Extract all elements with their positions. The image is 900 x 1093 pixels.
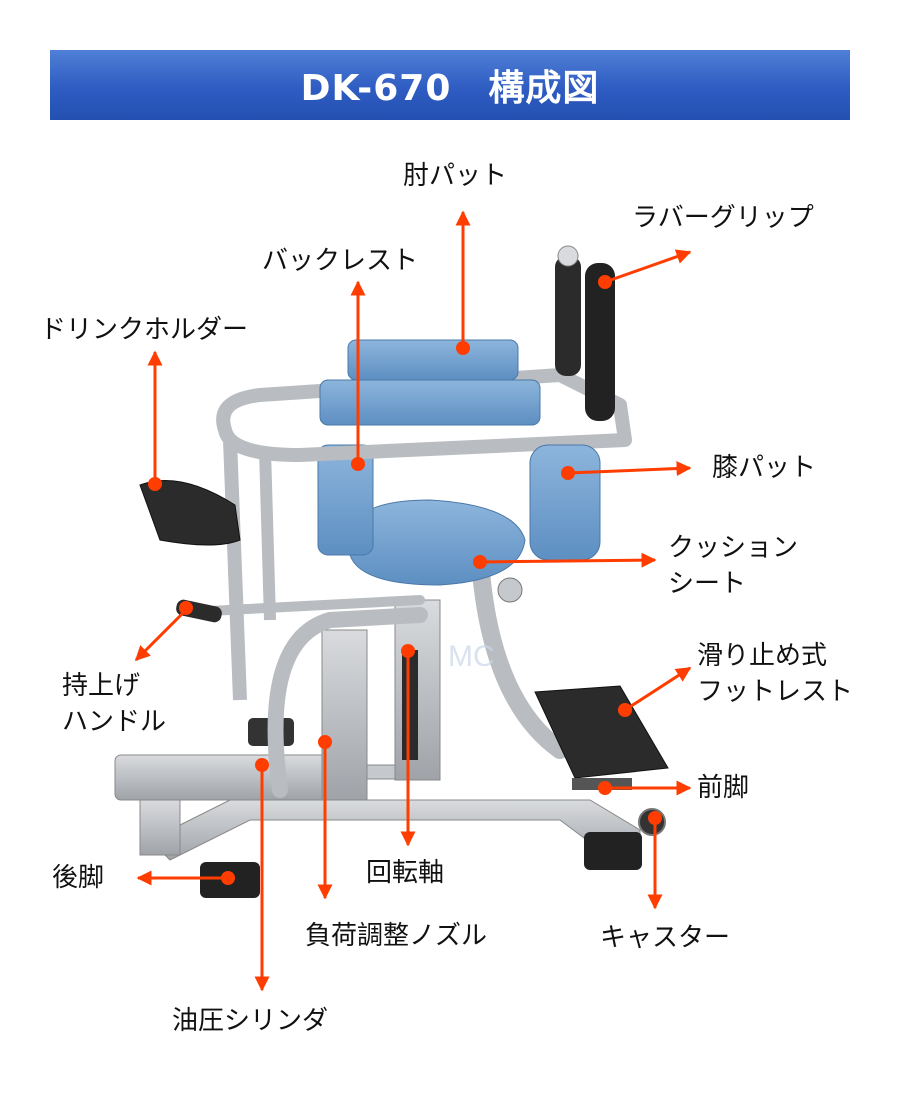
arrow-footrest: [624, 666, 692, 712]
rubber-grip-left: [555, 256, 581, 376]
central-column: [321, 629, 368, 801]
chair-illustration: [114, 245, 669, 898]
arrow-rubber-grip: [604, 249, 692, 284]
label-footrest: 滑り止め式 フットレスト: [697, 641, 854, 707]
label-hydraulic-cylinder: 油圧シリンダ: [172, 1006, 329, 1036]
callout-dots: [148, 275, 662, 885]
watermark: MC: [448, 640, 495, 673]
diagram-title: DK-670 構成図: [300, 68, 600, 109]
top-rail: [216, 368, 632, 462]
label-rear-leg: 後脚: [52, 863, 105, 893]
label-pivot-shaft: 回転軸: [366, 858, 445, 888]
elbow-pad-front: [319, 379, 541, 426]
label-load-nozzle: 負荷調整ノズル: [305, 921, 488, 951]
lift-handle-bar: [185, 595, 425, 617]
footrest-plate: [534, 685, 669, 779]
label-caster: キャスター: [600, 923, 731, 953]
label-lift-handle: 持上げ ハンドル: [62, 671, 167, 737]
seat-cushion: [349, 499, 526, 586]
label-drink-holder: ドリンクホルダー: [40, 315, 249, 345]
rubber-grip-right: [585, 263, 615, 421]
knee-pad: [529, 444, 601, 561]
hydraulic-cylinder-body: [114, 754, 351, 801]
label-elbow-pad: 肘パット: [403, 161, 508, 191]
label-cushion-seat: クッション シート: [668, 533, 799, 599]
side-frame: [223, 439, 247, 701]
title-bar: DK-670 構成図: [50, 50, 850, 120]
adjust-knob: [497, 577, 523, 603]
rear-base-bar: [139, 799, 181, 856]
arrow-lift-handle: [134, 608, 188, 662]
base-frame: [149, 799, 641, 861]
label-rubber-grip: ラバーグリップ: [632, 203, 814, 233]
label-front-leg: 前脚: [697, 773, 750, 803]
arrow-knee-pad: [567, 461, 692, 477]
arrow-cushion-seat: [479, 552, 657, 568]
pivot-dark: [402, 650, 418, 760]
drink-holder-cup: [139, 480, 241, 546]
front-support-curve: [471, 551, 569, 759]
callout-arrows: [134, 210, 692, 992]
elbow-pad-back: [347, 339, 519, 381]
front-leg-cap: [584, 832, 642, 870]
backrest-cushion: [317, 444, 374, 556]
label-knee-pad: 膝パット: [712, 453, 817, 483]
rear-support-curve: [267, 607, 428, 798]
side-frame-2: [259, 449, 276, 621]
label-backrest: バックレスト: [262, 246, 419, 276]
